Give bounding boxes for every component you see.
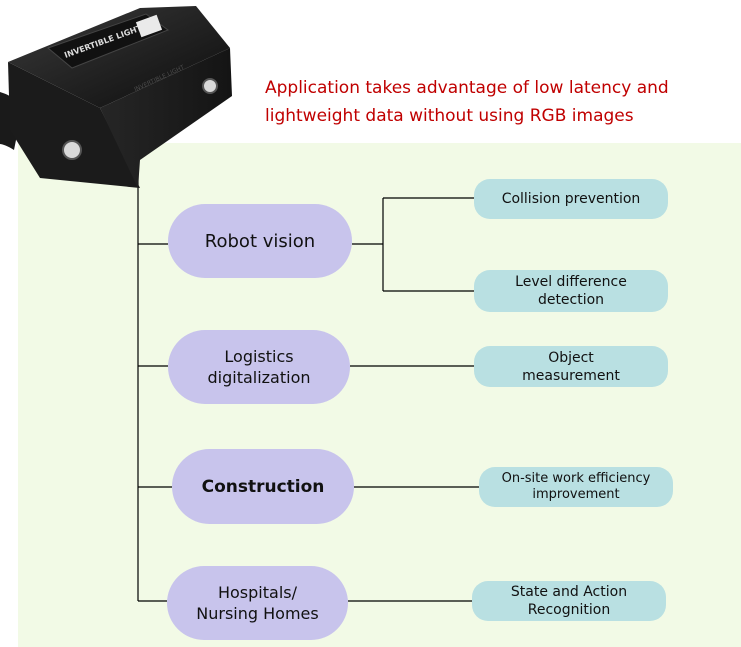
application-label-line-2: detection <box>537 292 605 308</box>
application-label-line-1: Level difference <box>515 274 627 290</box>
category-label: Construction <box>201 476 325 497</box>
category-label: Robot vision <box>204 230 316 252</box>
application-label-line-1: State and Action <box>510 584 628 600</box>
application-label-line-2: Recognition <box>527 602 611 618</box>
application-label: Collision prevention <box>501 191 641 207</box>
category-construction: Construction <box>172 449 354 524</box>
application-state-action-recognition: State and Action Recognition <box>472 581 666 621</box>
application-label-line-1: Object <box>548 349 594 366</box>
headline-line-2: lightweight data without using RGB image… <box>265 106 634 126</box>
category-label-line-2: Nursing Homes <box>196 604 319 623</box>
category-label-line-2: digitalization <box>207 368 311 387</box>
headline-line-1: Application takes advantage of low laten… <box>265 78 669 98</box>
application-label-line-1: On-site work efficiency <box>501 471 651 486</box>
diagram-headline: Application takes advantage of low laten… <box>265 74 735 130</box>
application-object-measurement: Object measurement <box>474 346 668 387</box>
category-robot-vision: Robot vision <box>168 204 352 278</box>
sensor-device-image: INVERTIBLE LIGHT INVERTIBLE LIGHT <box>0 6 232 188</box>
application-collision-prevention: Collision prevention <box>474 179 668 219</box>
application-label-line-2: measurement <box>522 367 620 384</box>
category-logistics-digitalization: Logistics digitalization <box>168 330 350 404</box>
lens-right-icon <box>202 78 218 94</box>
lens-left-icon <box>62 140 82 160</box>
application-label-line-2: improvement <box>532 487 620 502</box>
application-level-difference-detection: Level difference detection <box>474 270 668 312</box>
device-logo-mark <box>135 14 163 38</box>
category-label-line-1: Logistics <box>224 347 294 366</box>
category-label-line-1: Hospitals/ <box>217 583 297 602</box>
category-hospitals-nursing-homes: Hospitals/ Nursing Homes <box>167 566 348 640</box>
application-on-site-work-efficiency: On-site work efficiency improvement <box>479 467 673 507</box>
